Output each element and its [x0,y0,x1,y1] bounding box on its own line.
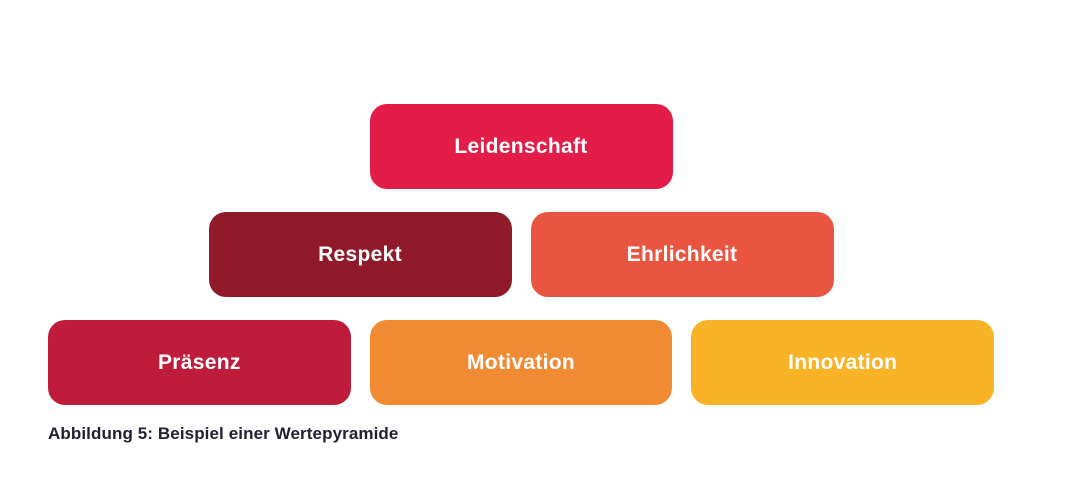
value-label: Innovation [788,350,898,374]
value-box-innovation: Innovation [691,320,995,405]
pyramid-row-middle: Respekt Ehrlichkeit [48,212,994,297]
figure-caption: Abbildung 5: Beispiel einer Wertepyramid… [48,424,399,443]
value-box-leidenschaft: Leidenschaft [369,104,673,189]
value-label: Ehrlichkeit [626,242,738,266]
value-pyramid: Leidenschaft Respekt Ehrlichkeit Präsenz… [48,104,995,428]
value-box-praesenz: Präsenz [48,320,351,405]
pyramid-row-top: Leidenschaft [48,104,994,189]
pyramid-row-bottom: Präsenz Motivation Innovation [48,320,995,405]
value-label: Leidenschaft [454,134,588,158]
value-box-ehrlichkeit: Ehrlichkeit [530,212,834,297]
value-box-respekt: Respekt [208,212,512,297]
value-label: Präsenz [158,350,241,374]
value-box-motivation: Motivation [369,320,673,405]
value-label: Motivation [467,350,575,374]
value-label: Respekt [318,242,402,266]
